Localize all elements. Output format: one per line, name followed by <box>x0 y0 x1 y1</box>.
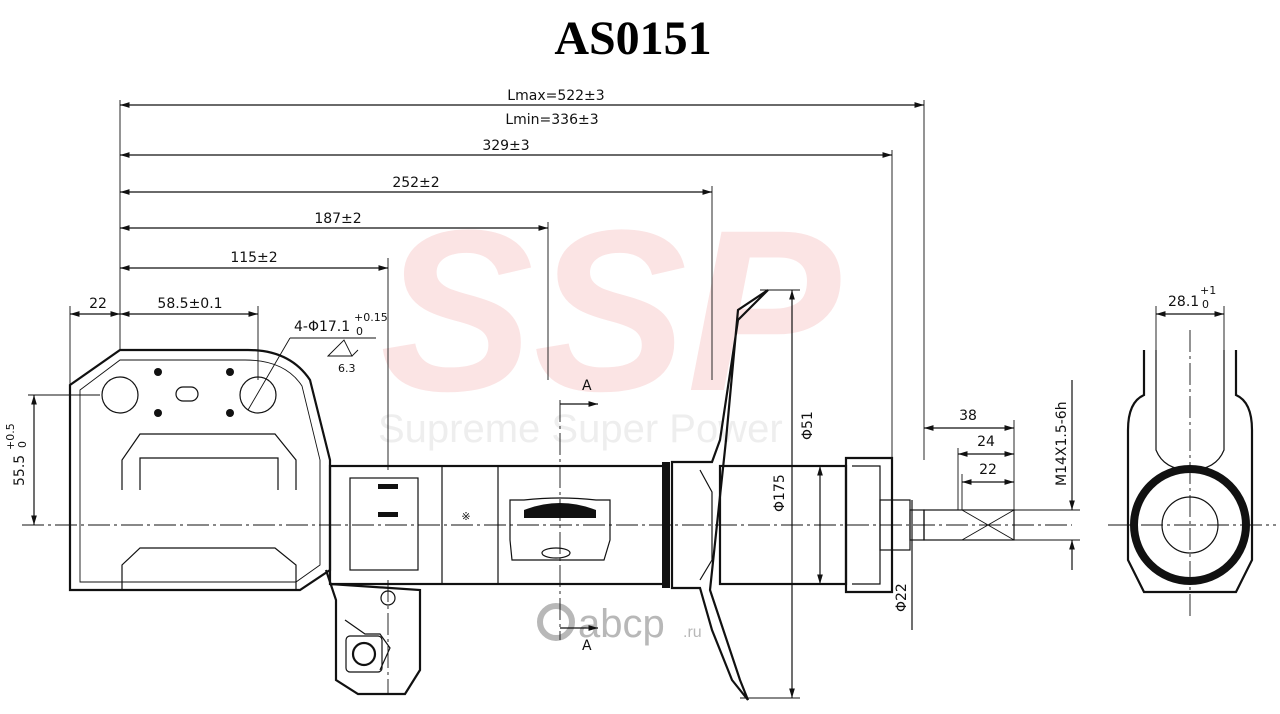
d115-label: 115±2 <box>230 250 277 266</box>
dim-38: 38 <box>924 408 1015 510</box>
lower-bracket <box>324 569 422 696</box>
dim-thread: M14X1.5-6h <box>1014 380 1080 570</box>
watermark-tagline: Supreme Super Power <box>378 407 783 451</box>
height-label: 55.5 <box>12 455 28 486</box>
abcp-tld: .ru <box>683 624 702 641</box>
dim-dia22: Φ22 <box>894 500 913 630</box>
section-top-label: A <box>582 378 592 394</box>
d329-label: 329±3 <box>482 138 529 154</box>
section-markers: A A <box>559 378 598 654</box>
abcp-text: abcp <box>578 602 665 646</box>
knuckle-bracket <box>68 348 332 592</box>
part-number-title: AS0151 <box>554 12 711 65</box>
body-marking: ※ <box>461 510 470 523</box>
width-label: 28.1 <box>1168 294 1199 310</box>
dia175-label: Φ175 <box>772 474 788 512</box>
dim-252: 252±2 <box>120 175 712 195</box>
d24-label: 24 <box>977 434 995 450</box>
width-tol-upper: +1 <box>1200 284 1216 297</box>
section-bottom-label: A <box>582 638 592 654</box>
thread-label: M14X1.5-6h <box>1054 401 1070 486</box>
holes-tol-lower: 0 <box>356 325 363 338</box>
dim-lmax: Lmax=522±3 <box>120 88 924 108</box>
dim-22-left: 22 <box>69 296 120 385</box>
width-tol-lower: 0 <box>1202 298 1209 311</box>
watermark: SSP Supreme Super Power abcp .ru <box>378 182 841 646</box>
holes-tol-upper: +0.15 <box>354 311 388 324</box>
dia51-label: Φ51 <box>800 411 816 440</box>
spring-seat <box>662 289 769 701</box>
d22-left-label: 22 <box>89 296 107 312</box>
dim-329: 329±3 <box>120 138 892 158</box>
dim-115: 115±2 <box>120 250 388 271</box>
abcp-logo: abcp .ru <box>537 602 702 646</box>
dim-dia175: Φ175 <box>740 289 800 699</box>
holes-callout: 4-Φ17.1 +0.15 0 6.3 <box>247 311 388 411</box>
side-view: 28.1 +1 0 <box>1108 284 1276 620</box>
d22-right-label: 22 <box>979 462 997 478</box>
height-tol-lower: 0 <box>16 441 29 448</box>
lmin-label: Lmin=336±3 <box>505 112 598 128</box>
dim-187: 187±2 <box>120 211 548 231</box>
watermark-logo: SSP <box>380 182 841 439</box>
dim-22-right: 22 <box>961 462 1014 510</box>
roughness-label: 6.3 <box>338 362 356 375</box>
height-tol-upper: +0.5 <box>4 423 17 450</box>
d38-label: 38 <box>959 408 977 424</box>
piston-rod <box>718 456 1015 594</box>
dim-58: 58.5±0.1 <box>120 296 259 380</box>
d58-label: 58.5±0.1 <box>157 296 222 312</box>
dim-dia51: Φ51 <box>800 411 823 584</box>
dim-height-55: 55.5 +0.5 0 <box>4 394 100 525</box>
dia22-label: Φ22 <box>894 583 910 612</box>
lmax-label: Lmax=522±3 <box>507 88 604 104</box>
d187-label: 187±2 <box>314 211 361 227</box>
dim-24: 24 <box>957 434 1014 510</box>
holes-label: 4-Φ17.1 <box>294 319 350 335</box>
d252-label: 252±2 <box>392 175 439 191</box>
